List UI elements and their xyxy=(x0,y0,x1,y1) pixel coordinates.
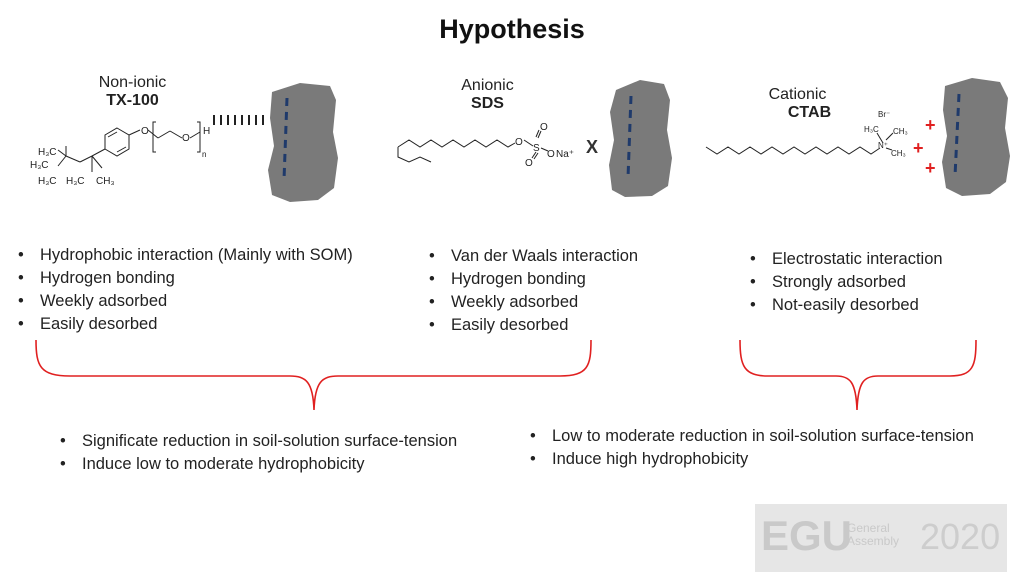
tx-h3c-3: H₃C xyxy=(38,176,57,187)
logo-line1: General xyxy=(847,521,890,535)
soil-particle-1 xyxy=(268,83,338,202)
right-grouping-brace xyxy=(739,339,977,411)
plus-sign: + xyxy=(913,138,924,158)
tx-o1: O xyxy=(141,126,149,137)
ctab-br: Br⁻ xyxy=(878,110,890,119)
tx-h3c-2: H₃C xyxy=(30,160,49,171)
list-item: Induce high hydrophobicity xyxy=(528,448,974,471)
cationic-bullet-list: Electrostatic interaction Strongly adsor… xyxy=(748,248,943,317)
soil-particle-2 xyxy=(609,80,672,197)
ctab-ch3-1: CH₃ xyxy=(893,127,908,136)
nonionic-label: Non-ionic TX-100 xyxy=(80,74,185,110)
list-item: Hydrophobic interaction (Mainly with SOM… xyxy=(16,244,353,267)
sds-o1: O xyxy=(515,137,523,148)
page-title: Hypothesis xyxy=(439,14,585,44)
list-item: Easily desorbed xyxy=(427,314,638,337)
list-item: Hydrogen bonding xyxy=(427,268,638,291)
plus-sign: + xyxy=(925,158,936,178)
sds-structure xyxy=(397,129,549,163)
tx-o2: O xyxy=(182,133,190,144)
tx100-structure xyxy=(57,121,201,172)
list-item: Electrostatic interaction xyxy=(748,248,943,271)
nonionic-type: Non-ionic xyxy=(98,74,167,91)
list-item: Weekly adsorbed xyxy=(16,290,353,313)
nonionic-bullet-list: Hydrophobic interaction (Mainly with SOM… xyxy=(16,244,353,336)
tx-h3c-4: H₃C xyxy=(66,176,85,187)
egu-logo: EGU General Assembly 2020 xyxy=(755,504,1007,572)
plus-sign: + xyxy=(925,115,936,135)
logo-line2: Assembly xyxy=(847,534,900,548)
tx-ch3: CH₃ xyxy=(96,176,115,187)
left-grouping-brace xyxy=(35,339,592,411)
tx-h3c-1: H₃C xyxy=(38,147,57,158)
sds-o3: O xyxy=(525,158,533,169)
list-item: Significate reduction in soil-solution s… xyxy=(58,430,457,453)
anionic-name: SDS xyxy=(471,95,504,112)
hydrophobic-interaction-lines xyxy=(213,115,264,125)
nonionic-name: TX-100 xyxy=(106,92,159,109)
cationic-label: Cationic CTAB xyxy=(750,86,845,122)
blocked-x-mark: X xyxy=(586,137,598,157)
list-item: Easily desorbed xyxy=(16,313,353,336)
anionic-bullet-list: Van der Waals interaction Hydrogen bondi… xyxy=(427,245,638,337)
sds-o2: O xyxy=(540,122,548,133)
logo-year: 2020 xyxy=(920,516,1001,557)
tx-n: n xyxy=(202,150,206,159)
logo-abbr: EGU xyxy=(761,512,853,559)
list-item: Strongly adsorbed xyxy=(748,271,943,294)
list-item: Weekly adsorbed xyxy=(427,291,638,314)
logo-subtitle: General Assembly xyxy=(847,522,899,548)
list-item: Hydrogen bonding xyxy=(16,267,353,290)
summary-right-list: Low to moderate reduction in soil-soluti… xyxy=(528,425,974,471)
ctab-structure xyxy=(705,132,894,155)
ctab-n: N⁺ xyxy=(878,141,888,150)
soil-particle-3 xyxy=(942,78,1010,196)
cationic-type: Cationic xyxy=(768,86,827,103)
ctab-h3c: H₃C xyxy=(864,125,879,134)
ctab-ch3-2: CH₃ xyxy=(891,149,906,158)
list-item: Not-easily desorbed xyxy=(748,294,943,317)
list-item: Low to moderate reduction in soil-soluti… xyxy=(528,425,974,448)
sds-o4: O xyxy=(547,149,555,160)
anionic-label: Anionic SDS xyxy=(440,77,535,113)
sds-na: Na⁺ xyxy=(556,149,574,160)
list-item: Induce low to moderate hydrophobicity xyxy=(58,453,457,476)
list-item: Van der Waals interaction xyxy=(427,245,638,268)
cationic-name: CTAB xyxy=(787,104,832,121)
sds-s: S xyxy=(533,143,540,154)
tx-h: H xyxy=(203,126,210,137)
anionic-type: Anionic xyxy=(461,77,514,94)
summary-left-list: Significate reduction in soil-solution s… xyxy=(58,430,457,476)
positive-charges: + + + xyxy=(913,115,936,178)
